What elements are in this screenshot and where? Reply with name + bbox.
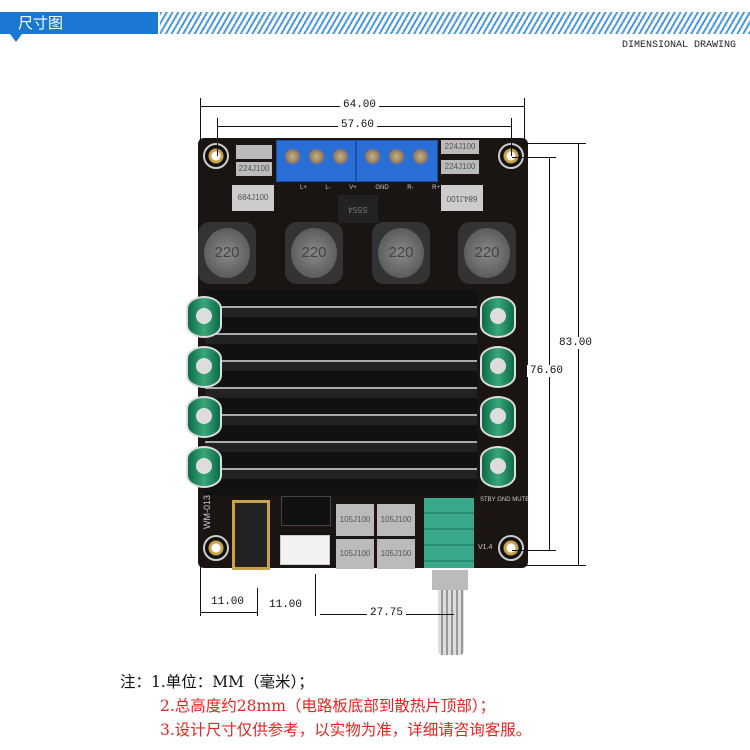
film-capacitor-large: 684J100 — [232, 185, 274, 211]
extension-line — [257, 588, 258, 616]
extension-line — [524, 98, 525, 144]
dimension-line-height-holes — [549, 157, 550, 550]
dim-width-holes: 57.60 — [338, 119, 378, 131]
mount-hole — [203, 143, 229, 169]
extension-line — [200, 562, 201, 616]
note-disclaimer: 3.设计尺寸仅供参考，以实物为准，详细请咨询客服。 — [160, 721, 532, 739]
inductor: 220 — [198, 222, 256, 284]
section-subtitle: DIMENSIONAL DRAWING — [621, 40, 736, 51]
notes: 注：1.单位：MM（毫米）； 2.总高度约28mm（电路板底部到散热片顶部）； … — [120, 670, 531, 742]
film-capacitor-large: 684J100 — [441, 185, 483, 211]
dim-height-outer: 83.00 — [556, 337, 596, 349]
extension-line — [200, 98, 201, 144]
dim-pot-offset: 27.75 — [367, 607, 407, 619]
diode: SS54 — [338, 195, 378, 223]
extension-line — [512, 157, 556, 158]
pot-nut — [432, 570, 468, 590]
power-terminal — [276, 140, 356, 182]
extension-line — [512, 550, 556, 551]
electrolytic-capacitor — [186, 296, 222, 338]
electrolytic-capacitor — [186, 396, 222, 438]
dim-width-outer: 64.00 — [340, 99, 380, 111]
mount-hole — [203, 535, 229, 561]
extension-line — [511, 118, 512, 156]
inductor: 220 — [285, 222, 343, 284]
mount-hole — [498, 535, 524, 561]
film-capacitor: 105J100 — [336, 539, 374, 569]
input-connector — [280, 535, 330, 565]
electrolytic-capacitor — [480, 446, 516, 488]
header-stripes — [160, 12, 750, 34]
film-capacitor — [236, 145, 272, 159]
inductor: 220 — [458, 222, 516, 284]
dim-height-holes: 76.60 — [527, 365, 567, 377]
extension-line — [315, 574, 316, 616]
version-label: V1.4 — [478, 544, 493, 551]
electrolytic-capacitor — [186, 446, 222, 488]
title-pointer — [10, 34, 22, 42]
audio-jack — [232, 500, 270, 570]
film-capacitor: 105J100 — [377, 504, 415, 536]
pin-header — [281, 496, 331, 526]
dimension-line-jack — [200, 612, 257, 613]
electrolytic-capacitor — [186, 346, 222, 388]
film-capacitor: 105J100 — [336, 504, 374, 536]
note-units: 注：1.单位：MM（毫米）； — [120, 673, 314, 691]
speaker-terminal — [356, 140, 438, 182]
inductor: 220 — [372, 222, 430, 284]
film-capacitor: 224J100 — [441, 140, 479, 154]
film-capacitor: 105J100 — [377, 539, 415, 569]
film-capacitor: 224J100 — [236, 162, 272, 176]
extension-line — [520, 143, 586, 144]
control-pin-labels: STBY GND MUTE — [480, 497, 530, 503]
note-height: 2.总高度约28mm（电路板底部到散热片顶部）； — [160, 697, 496, 715]
electrolytic-capacitor — [480, 396, 516, 438]
heatsink — [205, 290, 477, 495]
pot-shaft[interactable] — [438, 590, 464, 655]
volume-potentiometer[interactable] — [424, 498, 474, 568]
dimension-line-height — [578, 143, 579, 565]
extension-line — [217, 118, 218, 156]
dim-jack-offset: 11.00 — [208, 596, 248, 608]
extension-line — [520, 565, 586, 566]
film-capacitor: 224J100 — [441, 160, 479, 174]
electrolytic-capacitor — [480, 346, 516, 388]
electrolytic-capacitor — [480, 296, 516, 338]
dim-connector-offset: 11.00 — [266, 599, 306, 611]
section-title: 尺寸图 — [0, 12, 158, 34]
model-label: WM-013 — [202, 495, 212, 530]
